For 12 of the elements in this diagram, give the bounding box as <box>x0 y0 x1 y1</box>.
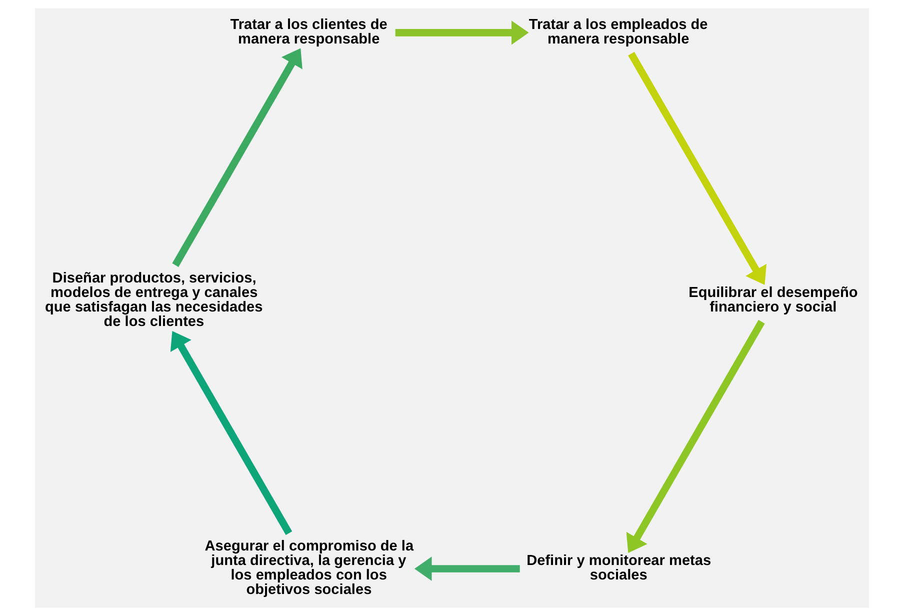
node-text: Diseñar productos, servicios, modelos de entrega y canales que satisfagan las necesidades de los clientes <box>45 270 263 330</box>
arrow <box>628 52 767 285</box>
node-text: Definir y monitorear metas sociales <box>526 552 712 584</box>
node-text: Tratar a los empleados de manera responsable <box>528 16 708 48</box>
arrow <box>170 330 292 535</box>
node-text: Equilibrar el desempeño financiero y social <box>688 284 858 316</box>
node-text: Asegurar el compromiso de la junta directiva, la gerencia y los empleados con los objetivos sociales <box>204 538 414 598</box>
arrow <box>414 556 520 581</box>
node-text: Tratar a los clientes de manera responsable <box>230 16 388 48</box>
arrow <box>172 48 302 267</box>
arrow <box>626 320 765 553</box>
arrow <box>395 20 529 45</box>
